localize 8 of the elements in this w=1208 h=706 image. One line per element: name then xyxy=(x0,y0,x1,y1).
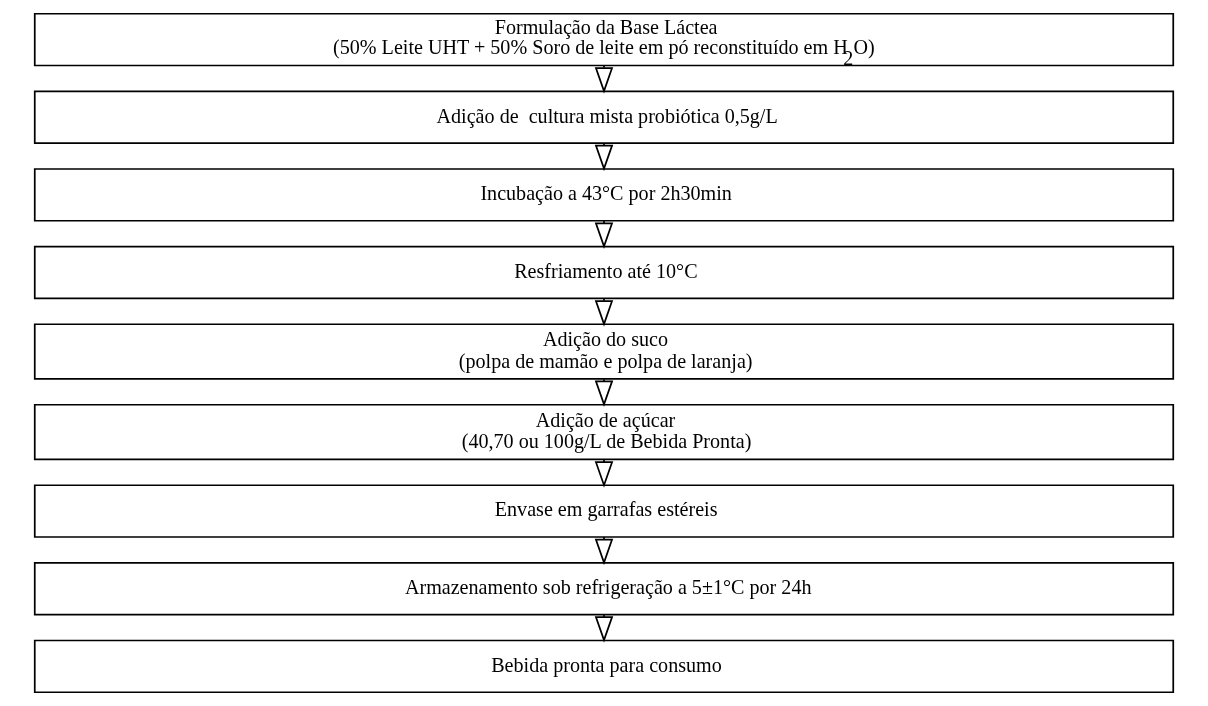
arrow xyxy=(594,142,614,172)
arrow xyxy=(594,378,614,407)
arrow xyxy=(594,536,614,566)
node-box: Bebida pronta para consumo xyxy=(33,639,1175,694)
node-box: Adição de cultura mista probiótica 0,5g/L xyxy=(33,90,1175,144)
node-box: Adição do suco (polpa de mamão e polpa de laranja) xyxy=(33,323,1175,380)
node-box: Envase em garrafas estéreis xyxy=(33,484,1175,538)
arrow xyxy=(594,297,614,327)
